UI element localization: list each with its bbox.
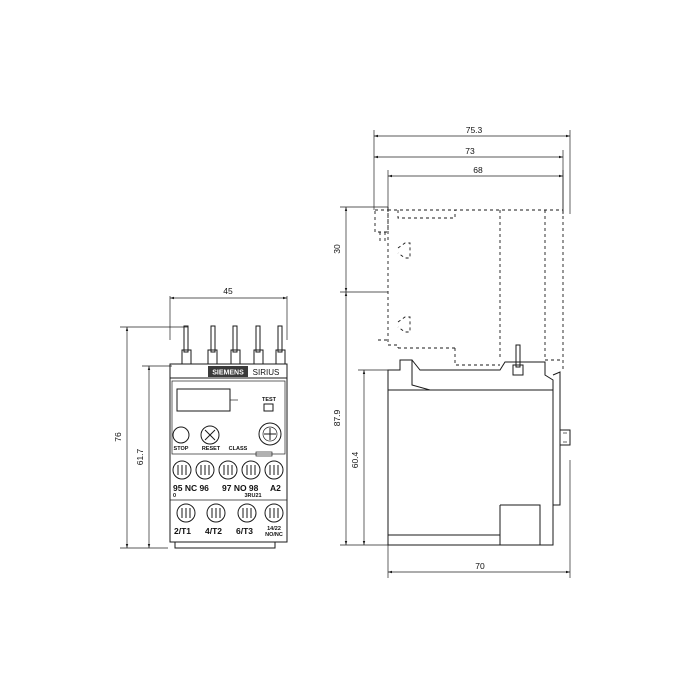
- dim-label-70: 70: [475, 561, 485, 571]
- class-label: CLASS: [229, 446, 248, 452]
- terminal-label-t1: 2/T1: [174, 526, 191, 536]
- dimension-75-3: 75.3: [373, 125, 571, 214]
- main-terminals: [176, 503, 284, 523]
- test-button: [263, 403, 274, 412]
- dimension-width-45: 45: [169, 286, 288, 340]
- aux-terminals: [172, 460, 284, 480]
- dimension-73: 73: [374, 146, 564, 214]
- contactor-outline: [374, 207, 564, 370]
- stop-button: [172, 426, 190, 444]
- relay-side-body: [387, 344, 571, 546]
- brand-label: SIEMENS: [212, 370, 244, 377]
- dim-label-45: 45: [223, 286, 233, 296]
- aux-label-right: A2: [270, 483, 281, 493]
- dimension-30: 30: [332, 206, 388, 293]
- label-window: [176, 388, 231, 412]
- dim-label-68: 68: [473, 165, 483, 175]
- terminal-label-t2: 4/T2: [205, 526, 222, 536]
- front-view: 45 76 61.7: [113, 286, 288, 549]
- test-label: TEST: [262, 397, 277, 403]
- dimension-70: 70: [387, 460, 571, 578]
- brand-plate: [208, 366, 248, 377]
- side-view: 75.3 73 68 30 87.9 6: [332, 125, 571, 578]
- aux-label-mid: 97 NO 98: [222, 483, 259, 493]
- dimension-60-4: 60.4: [350, 369, 400, 545]
- dimension-68: 68: [387, 165, 564, 214]
- aux-label-left: 95 NC 96: [173, 483, 209, 493]
- dimension-height-61-7: 61.7: [135, 365, 172, 548]
- dim-label-87-9: 87.9: [332, 409, 342, 426]
- terminal-label-t3: 6/T3: [236, 526, 253, 536]
- reset-knob: [200, 425, 220, 445]
- dim-label-30: 30: [332, 244, 342, 254]
- dim-label-75-3: 75.3: [466, 125, 483, 135]
- dim-label-60-4: 60.4: [350, 451, 360, 468]
- dimension-height-76: 76: [113, 326, 188, 549]
- dim-label-61-7: 61.7: [135, 448, 145, 465]
- front-body: SIEMENS SIRIUS TEST STOP RESET CLASS: [169, 363, 288, 549]
- zero-mark: 0: [173, 493, 176, 499]
- dim-label-76: 76: [113, 432, 123, 442]
- dim-label-73: 73: [465, 146, 475, 156]
- dimension-87-9: 87.9: [332, 292, 388, 546]
- current-dial: [258, 422, 282, 446]
- model-mark: 3RU21: [244, 493, 261, 499]
- reset-label: RESET: [202, 446, 221, 452]
- terminal-pins: [181, 325, 286, 365]
- stop-label: STOP: [174, 446, 189, 452]
- series-label: SIRIUS: [253, 368, 280, 377]
